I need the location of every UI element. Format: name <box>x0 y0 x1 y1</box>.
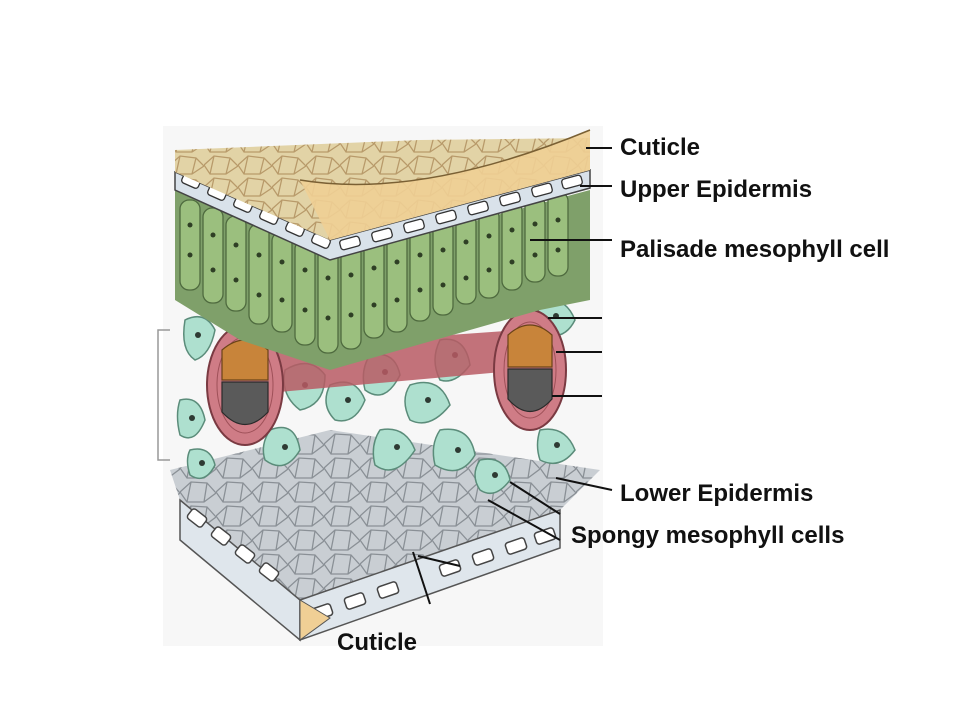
top-surface <box>175 129 591 240</box>
leader-lower-epidermis <box>555 477 613 491</box>
palisade-mesophyll <box>175 190 590 370</box>
leader-spongy-1 <box>509 481 561 515</box>
label-spongy-mesophyll: Spongy mesophyll cells <box>571 522 845 549</box>
leader-cuticle-bottom-2 <box>417 555 461 567</box>
vascular-bundle-left <box>206 324 284 446</box>
upper-epidermis <box>174 169 591 261</box>
label-palisade-mesophyll: Palisade mesophyll cell <box>620 236 890 263</box>
tissue-bracket <box>157 329 170 461</box>
vascular-bundle-right <box>493 309 567 431</box>
lower-cuticle-flap <box>299 599 331 641</box>
label-cuticle-bottom: Cuticle <box>337 629 418 656</box>
label-lower-epidermis: Lower Epidermis <box>620 480 814 507</box>
leader-cuticle-bottom-1 <box>412 551 431 605</box>
peeled-cuticle <box>300 130 590 240</box>
label-cuticle-top: Cuticle <box>620 134 701 161</box>
leader-spongy-2 <box>487 499 561 541</box>
label-upper-epidermis: Upper Epidermis <box>620 176 813 203</box>
leader-lines <box>412 147 613 605</box>
